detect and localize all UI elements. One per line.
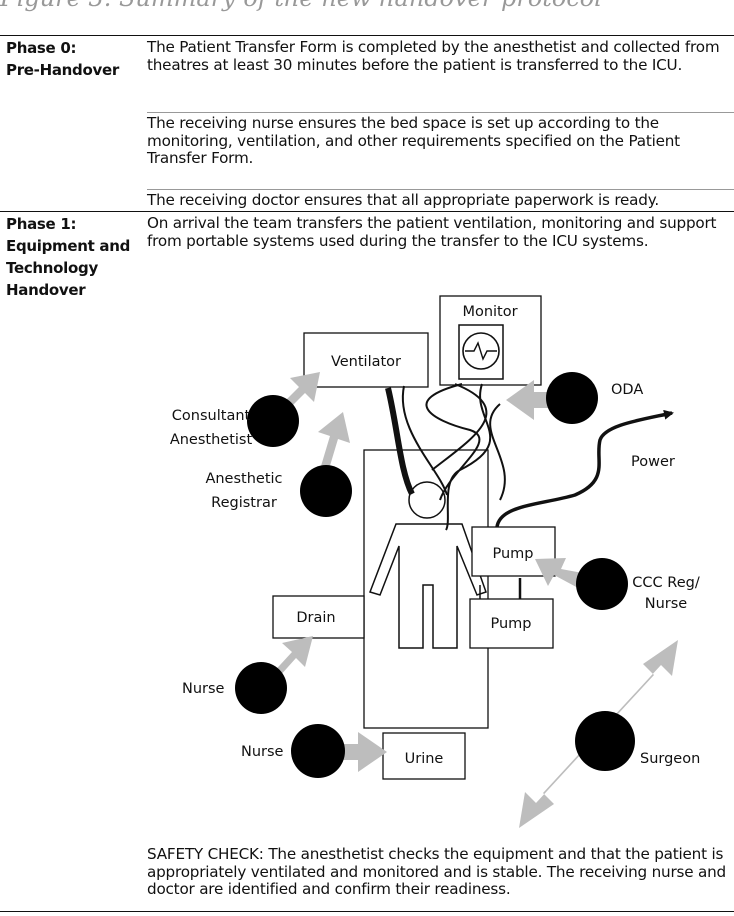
ccc-label-1: CCC Reg/ [632,575,700,591]
page-heading: Figure 3. Summary of the new handover pr… [0,0,734,18]
phase1-intro: On arrival the team transfers the patien… [147,214,717,250]
table-top-rule [0,35,734,36]
consultant-label-2: Anesthetist [170,432,253,448]
surgeon-circle [575,711,635,771]
ventilator-label: Ventilator [331,354,401,370]
phase1-label-line2: Equipment and [6,237,131,255]
consultant-anesthetist-circle [247,395,299,447]
phase0-paragraph-3: The receiving doctor ensures that all ap… [147,191,659,209]
registrar-label-1: Anesthetic [205,471,282,487]
phase1-label-line3: Technology [6,259,98,277]
staff-circles [235,372,635,778]
phase0-label-line1: Phase 0: [6,39,77,57]
phase1-label-line1: Phase 1: [6,215,77,233]
drain-nurse-label: Nurse [182,681,225,697]
table-bottom-rule [0,911,734,912]
registrar-arrow [318,412,350,469]
pump-box-2: Pump [469,598,554,649]
phase0-separator-2 [147,189,734,190]
drain-nurse-circle [235,662,287,714]
urine-nurse-label: Nurse [241,744,284,760]
ccc-arrow [535,558,588,589]
drain-label: Drain [296,610,335,626]
power-label: Power [631,454,675,470]
safety-check: SAFETY CHECK: The anesthetist checks the… [147,845,726,898]
phase0-label: Phase 0: Pre-Handover [6,37,119,81]
oda-label: ODA [611,382,643,398]
urine-box: Urine [382,732,466,780]
pump-2-label: Pump [490,616,531,632]
drain-box: Drain [272,595,365,639]
monitor-box: Monitor [439,295,542,386]
oda-circle [546,372,598,424]
anesthetic-registrar-circle [300,465,352,517]
phase0-paragraph-2: The receiving nurse ensures the bed spac… [147,114,680,167]
phase0-separator-1 [147,112,734,113]
phase1-label: Phase 1: Equipment and Technology Handov… [6,213,130,301]
oda-arrow [506,380,574,420]
ventilator-box: Ventilator [303,332,429,388]
urine-label: Urine [405,751,444,767]
pump-1-label: Pump [492,546,533,562]
phase1-label-line4: Handover [6,281,86,299]
equipment-cables [385,383,674,620]
patient-figure [369,481,487,649]
registrar-label-2: Registrar [211,495,277,511]
phase0-label-line2: Pre-Handover [6,61,119,79]
surgeon-label: Surgeon [640,751,700,767]
phase0-paragraph-1: The Patient Transfer Form is completed b… [147,38,720,74]
urine-nurse-circle [291,724,345,778]
ccc-label-2: Nurse [645,596,688,612]
ccc-reg-nurse-circle [576,558,628,610]
consultant-label-1: Consultant [172,408,251,424]
phase-divider-rule [0,211,734,212]
urine-nurse-arrow [320,732,387,772]
monitor-label: Monitor [462,304,517,320]
